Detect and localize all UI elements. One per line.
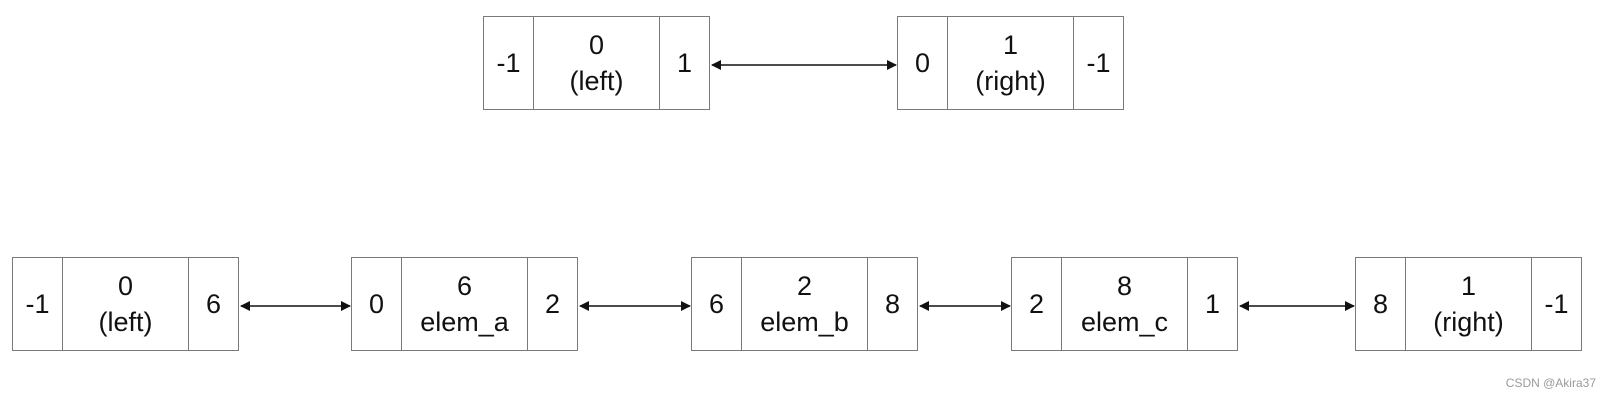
- list-node: 2 8 elem_c 1: [1011, 257, 1238, 351]
- node-label: (right): [975, 66, 1046, 96]
- next-pointer-cell: 2: [544, 289, 561, 319]
- node-content-cell: 2 elem_b: [741, 258, 868, 350]
- node-index: 1: [1460, 271, 1477, 301]
- prev-pointer-cell: 6: [708, 289, 725, 319]
- next-pointer-cell: -1: [1086, 48, 1111, 78]
- node-label: elem_a: [420, 307, 509, 337]
- list-node: 6 2 elem_b 8: [691, 257, 918, 351]
- prev-pointer-cell: 0: [914, 48, 931, 78]
- prev-pointer-cell: 2: [1028, 289, 1045, 319]
- next-pointer-cell: 1: [1204, 289, 1221, 319]
- node-content-cell: 0 (left): [62, 258, 189, 350]
- node-label: (left): [569, 66, 624, 96]
- prev-pointer-cell: 8: [1372, 289, 1389, 319]
- node-content-cell: 1 (right): [1405, 258, 1532, 350]
- next-pointer-cell: -1: [1544, 289, 1569, 319]
- node-index: 8: [1116, 271, 1133, 301]
- prev-pointer-cell: -1: [25, 289, 50, 319]
- list-node: -1 0 (left) 6: [12, 257, 239, 351]
- next-pointer-cell: 1: [676, 48, 693, 78]
- node-index: 0: [117, 271, 134, 301]
- node-label: elem_b: [760, 307, 849, 337]
- node-index: 1: [1002, 30, 1019, 60]
- list-node: 8 1 (right) -1: [1355, 257, 1582, 351]
- watermark: CSDN @Akira37: [1505, 376, 1596, 390]
- node-index: 0: [588, 30, 605, 60]
- list-node: 0 1 (right) -1: [897, 16, 1124, 110]
- node-index: 6: [456, 271, 473, 301]
- node-content-cell: 6 elem_a: [401, 258, 528, 350]
- list-node: -1 0 (left) 1: [483, 16, 710, 110]
- node-content-cell: 0 (left): [533, 17, 660, 109]
- node-index: 2: [796, 271, 813, 301]
- prev-pointer-cell: 0: [368, 289, 385, 319]
- next-pointer-cell: 8: [884, 289, 901, 319]
- prev-pointer-cell: -1: [496, 48, 521, 78]
- next-pointer-cell: 6: [205, 289, 222, 319]
- node-label: (right): [1433, 307, 1504, 337]
- node-label: elem_c: [1080, 307, 1169, 337]
- node-content-cell: 8 elem_c: [1061, 258, 1188, 350]
- node-label: (left): [98, 307, 153, 337]
- node-content-cell: 1 (right): [947, 17, 1074, 109]
- list-node: 0 6 elem_a 2: [351, 257, 578, 351]
